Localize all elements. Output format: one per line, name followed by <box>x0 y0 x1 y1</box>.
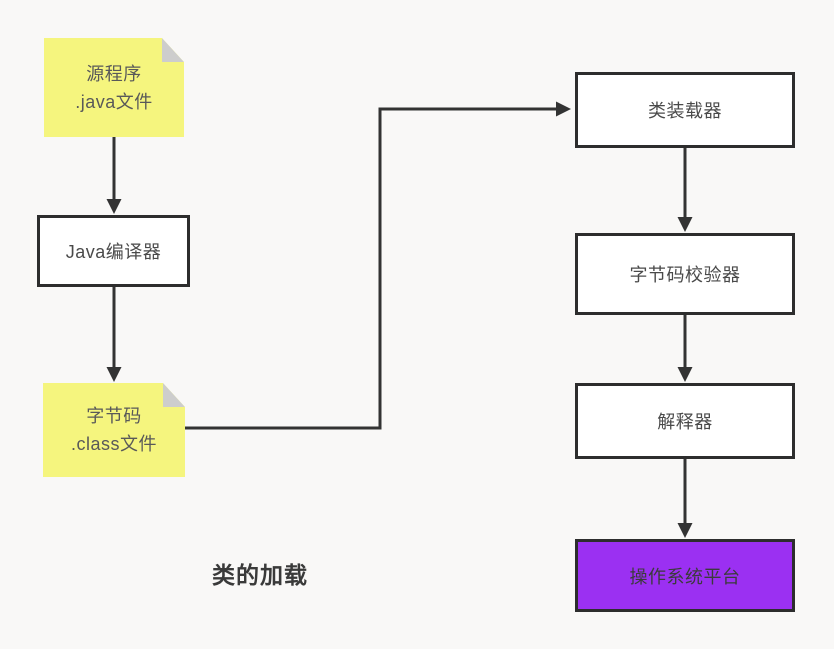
note-source-java: 源程序 .java文件 <box>44 38 184 137</box>
node-os-platform: 操作系统平台 <box>575 539 795 612</box>
node-os-platform-label: 操作系统平台 <box>629 566 741 587</box>
node-bytecode-verifier: 字节码校验器 <box>575 233 795 315</box>
note-source-line2: .java文件 <box>75 91 153 112</box>
node-java-compiler-label: Java编译器 <box>65 242 162 262</box>
node-class-loader: 类装载器 <box>575 72 795 148</box>
note-bytecode-line1: 字节码 <box>86 406 142 426</box>
node-java-compiler: Java编译器 <box>37 215 190 287</box>
note-bytecode-class: 字节码 .class文件 <box>43 383 185 477</box>
node-interpreter: 解释器 <box>575 383 795 459</box>
node-class-loader-label: 类装载器 <box>648 101 722 121</box>
diagram-title: 类的加载 <box>212 562 308 588</box>
note-source-line1: 源程序 <box>86 63 142 84</box>
node-bytecode-verifier-label: 字节码校验器 <box>629 265 741 285</box>
node-interpreter-label: 解释器 <box>657 412 713 432</box>
note-bytecode-line2: .class文件 <box>70 434 157 454</box>
arrow-bytecode-to-loader <box>185 101 571 430</box>
